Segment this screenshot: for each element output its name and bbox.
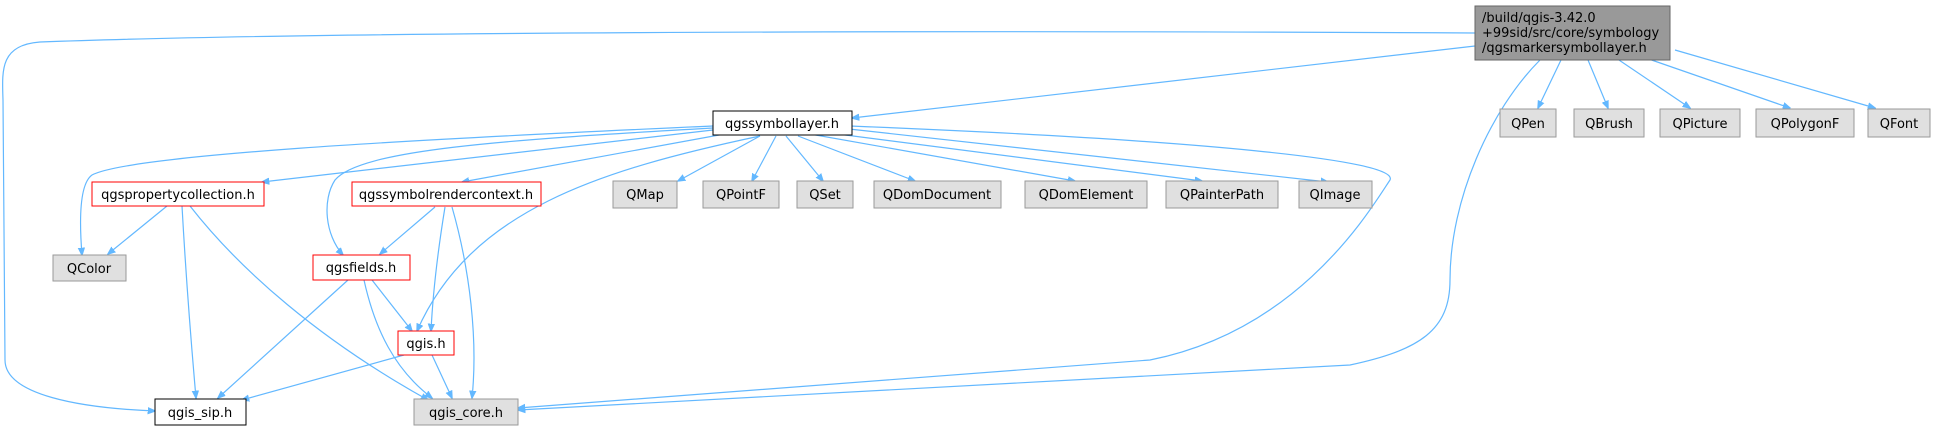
edge-qgis-qgis-sip xyxy=(242,354,405,400)
edge-root-symbollayer xyxy=(852,45,1476,118)
label-qpicture: QPicture xyxy=(1673,117,1728,132)
root-path-line-1: /build/qgis-3.42.0 xyxy=(1482,11,1596,26)
edge-propertycollection-qgis-core xyxy=(189,205,428,400)
edge-symbollayer-qdomdocument xyxy=(797,135,915,181)
node-qgsfields[interactable]: qgsfields.h xyxy=(312,254,411,281)
root-path-line-3: /qgsmarkersymbollayer.h xyxy=(1482,41,1647,56)
node-qdomdocument[interactable]: QDomDocument xyxy=(873,180,1002,209)
node-qgis-core[interactable]: qgis_core.h xyxy=(413,398,519,426)
edge-root-qpen xyxy=(1538,59,1562,108)
node-qimage[interactable]: QImage xyxy=(1298,180,1373,209)
label-qdomdocument: QDomDocument xyxy=(883,188,991,203)
label-qfont: QFont xyxy=(1880,117,1919,132)
label-qpointf: QPointF xyxy=(716,188,766,203)
edge-root-qgis-sip xyxy=(2,31,1476,411)
node-qpainterpath[interactable]: QPainterPath xyxy=(1165,180,1279,209)
node-qfont[interactable]: QFont xyxy=(1867,108,1931,138)
label-qset: QSet xyxy=(809,188,841,203)
edge-root-qpicture xyxy=(1615,57,1690,108)
node-qbrush[interactable]: QBrush xyxy=(1573,108,1645,138)
nodes: /build/qgis-3.42.0 +99sid/src/core/symbo… xyxy=(52,5,1931,426)
edge-symbollayer-qpainterpath xyxy=(821,131,1202,181)
node-qgspropertycollection[interactable]: qgspropertycollection.h xyxy=(91,181,265,207)
node-qpointf[interactable]: QPointF xyxy=(702,180,780,209)
edge-symbollayer-propertycollection xyxy=(262,129,714,182)
edge-root-qpolygonf xyxy=(1639,55,1790,108)
edge-symbollayer-rendercontext xyxy=(462,132,731,182)
edge-root-qfont xyxy=(1674,49,1875,108)
node-qdomelement[interactable]: QDomElement xyxy=(1024,180,1148,209)
edge-symbollayer-qpointf xyxy=(752,135,777,181)
node-qgssymbollayer[interactable]: qgssymbollayer.h xyxy=(712,110,853,136)
edges xyxy=(2,31,1875,411)
label-qgspropertycollection: qgspropertycollection.h xyxy=(101,188,255,203)
label-qgssymbolrendercontext: qgssymbolrendercontext.h xyxy=(359,188,533,203)
label-qgis-core: qgis_core.h xyxy=(429,406,503,421)
edge-qgsfields-qgis xyxy=(371,279,412,331)
node-qpolygonf[interactable]: QPolygonF xyxy=(1755,108,1855,138)
root-path-line-2: +99sid/src/core/symbology xyxy=(1482,26,1660,41)
edge-propertycollection-qcolor xyxy=(108,205,168,254)
label-qdomelement: QDomElement xyxy=(1039,188,1134,203)
edge-symbollayer-qmap xyxy=(678,135,761,181)
edge-rendercontext-qgis-core xyxy=(451,206,474,398)
node-root-header[interactable]: /build/qgis-3.42.0 +99sid/src/core/symbo… xyxy=(1474,5,1671,61)
label-qgis: qgis.h xyxy=(406,337,445,352)
node-qset[interactable]: QSet xyxy=(796,180,854,209)
label-qimage: QImage xyxy=(1310,188,1361,203)
edge-symbollayer-qgsfields xyxy=(326,127,714,255)
node-qpicture[interactable]: QPicture xyxy=(1659,108,1741,138)
label-qcolor: QColor xyxy=(67,262,112,277)
node-qgis-sip[interactable]: qgis_sip.h xyxy=(154,398,247,426)
edge-propertycollection-qgis-sip xyxy=(181,205,196,398)
label-qpolygonf: QPolygonF xyxy=(1771,117,1840,132)
label-qpen: QPen xyxy=(1511,117,1545,132)
edge-qgsfields-qgis-core xyxy=(363,279,432,398)
edge-symbollayer-qset xyxy=(785,135,823,181)
edge-qgis-qgis-core xyxy=(431,354,452,398)
node-qpen[interactable]: QPen xyxy=(1499,108,1557,138)
label-qgis-sip: qgis_sip.h xyxy=(168,406,232,421)
edge-rendercontext-qgsfields xyxy=(380,206,436,254)
label-qbrush: QBrush xyxy=(1585,117,1633,132)
label-qgssymbollayer: qgssymbollayer.h xyxy=(725,117,839,132)
edge-root-qgis-core xyxy=(518,59,1541,410)
edge-qgsfields-qgis-sip xyxy=(218,279,349,398)
label-qgsfields: qgsfields.h xyxy=(326,261,396,276)
edge-rendercontext-qgis xyxy=(431,206,446,331)
label-qpainterpath: QPainterPath xyxy=(1180,188,1264,203)
edge-symbollayer-qgis-core xyxy=(518,125,1391,408)
label-qmap: QMap xyxy=(626,188,664,203)
node-qcolor[interactable]: QColor xyxy=(52,254,127,282)
edge-symbollayer-qimage xyxy=(839,127,1328,182)
edge-root-qbrush xyxy=(1587,59,1608,108)
node-qgis[interactable]: qgis.h xyxy=(397,330,455,356)
node-qgssymbolrendercontext[interactable]: qgssymbolrendercontext.h xyxy=(351,181,542,207)
edge-symbollayer-qdomelement xyxy=(809,133,1075,181)
node-qmap[interactable]: QMap xyxy=(612,180,678,209)
edge-symbollayer-qcolor xyxy=(81,125,714,255)
edge-symbollayer-qgis xyxy=(417,135,761,331)
